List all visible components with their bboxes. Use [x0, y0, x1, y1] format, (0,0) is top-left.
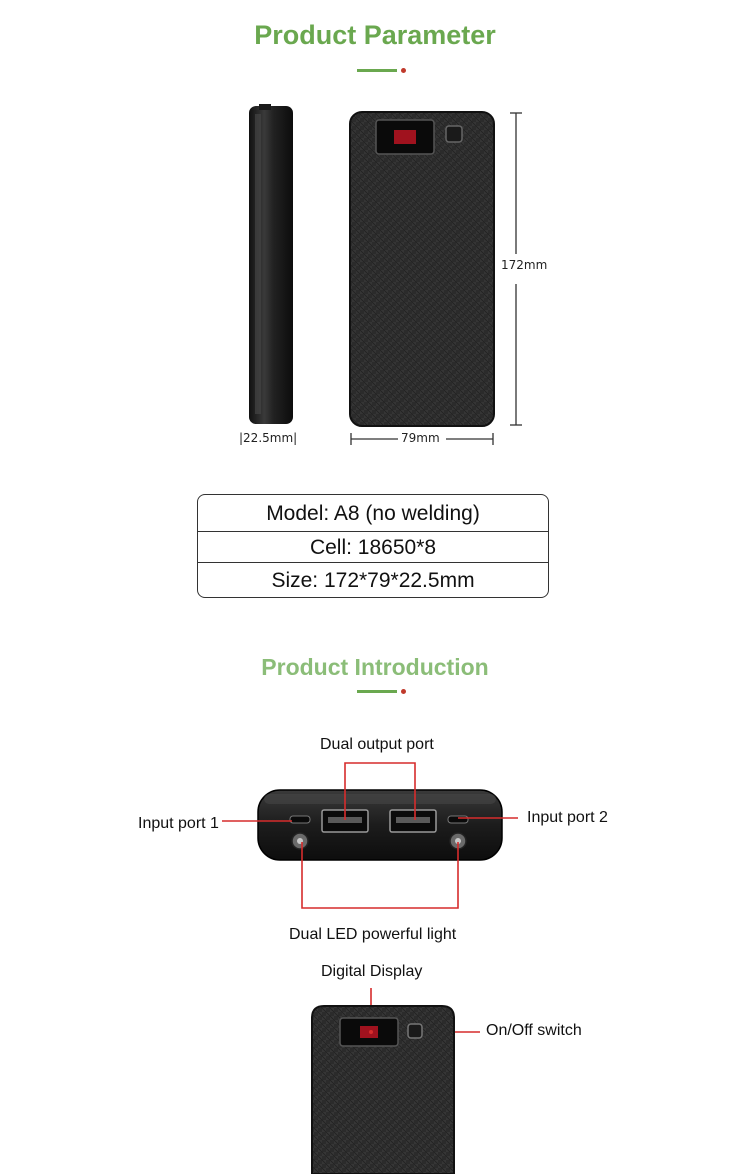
spec-model: Model: A8 (no welding): [266, 502, 480, 525]
title-ornament: [357, 68, 407, 73]
product-parameter-title: Product Parameter: [254, 20, 496, 50]
product-introduction-title: Product Introduction: [261, 654, 489, 680]
title-ornament-2: [357, 689, 407, 694]
powerbank-ports-view: [257, 789, 503, 861]
spec-cell: Cell: 18650*8: [198, 531, 548, 563]
width-dimension-line: [350, 433, 494, 445]
thickness-dimension: |22.5mm|: [239, 431, 298, 445]
dual-led-label: Dual LED powerful light: [289, 926, 457, 943]
powerbank-side-view: [249, 104, 293, 424]
spec-table: Model: A8 (no welding) Cell: 18650*8 Siz…: [197, 494, 549, 598]
powerbank-front-view: [349, 111, 495, 427]
digital-display-label: Digital Display: [321, 963, 423, 980]
height-dimension: 172mm: [501, 258, 548, 272]
width-dimension: 79mm: [401, 431, 440, 445]
input-port-2-label: Input port 2: [527, 809, 608, 826]
powerbank-top-display-view: [311, 1005, 455, 1174]
onoff-switch-label: On/Off switch: [486, 1022, 582, 1039]
spec-size: Size: 172*79*22.5mm: [198, 562, 548, 597]
height-dimension-line: [510, 112, 522, 426]
dual-output-label: Dual output port: [320, 736, 434, 753]
input-port-1-label: Input port 1: [138, 815, 219, 832]
